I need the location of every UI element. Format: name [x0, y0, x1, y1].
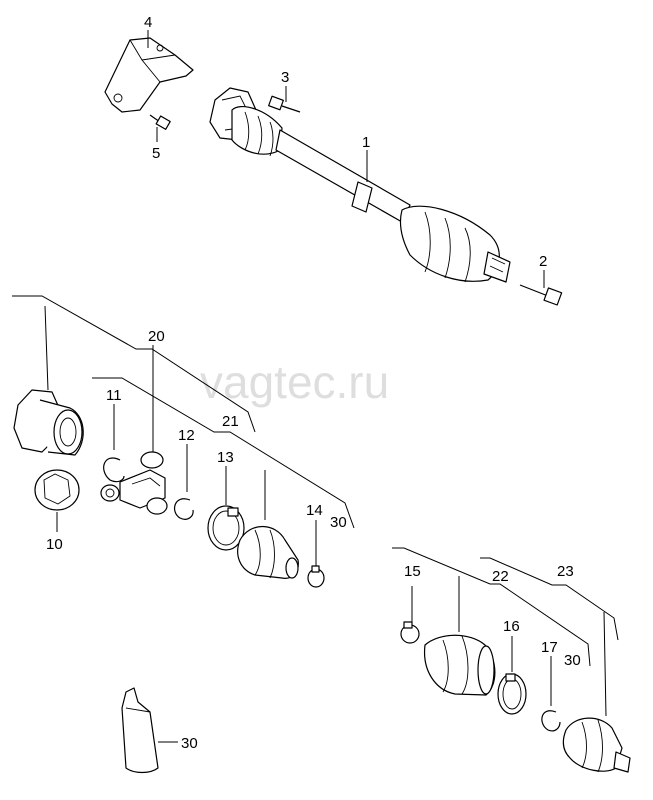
leader-23 — [603, 611, 607, 717]
callout-22: 22 — [492, 568, 509, 585]
part-2-bolt — [519, 284, 563, 306]
callout-16: 16 — [503, 618, 520, 635]
part-30-grease-tube — [121, 687, 159, 774]
callout-11: 11 — [106, 387, 122, 404]
callout-3: 3 — [281, 69, 289, 86]
part-16-clamp — [497, 673, 527, 715]
callout-4: 4 — [144, 14, 152, 31]
part-23-joint — [562, 717, 631, 773]
callout-15: 15 — [404, 563, 421, 580]
watermark-text: vagtec.ru — [200, 356, 389, 408]
callout-2: 2 — [539, 253, 547, 270]
part-22-boot — [423, 634, 496, 696]
callout-30-tube: 30 — [181, 735, 198, 752]
part-15-clamp — [400, 621, 420, 644]
part-1-drive-shaft — [209, 87, 511, 283]
part-11-circlip — [103, 457, 125, 483]
callout-23: 23 — [557, 563, 574, 580]
bracket-23 — [480, 557, 619, 641]
bracket-22 — [392, 547, 591, 667]
part-20-housing — [13, 389, 84, 456]
callout-21: 21 — [222, 413, 239, 430]
part-21-boot — [237, 526, 299, 579]
callout-14: 14 — [306, 502, 323, 519]
bracket-21 — [92, 377, 355, 529]
bracket-20 — [12, 295, 256, 433]
callout-30-upper: 30 — [330, 514, 347, 531]
part-12-circlip — [173, 498, 194, 520]
callout-30-lower: 30 — [564, 652, 581, 669]
callout-13: 13 — [217, 449, 234, 466]
callout-17: 17 — [541, 639, 558, 656]
part-17-circlip — [541, 710, 561, 732]
part-14-clamp — [307, 565, 325, 588]
part-13-clamp — [207, 505, 245, 551]
callout-12: 12 — [178, 427, 195, 444]
callout-5: 5 — [152, 145, 160, 162]
callout-20: 20 — [148, 328, 165, 345]
part-10-gasket — [34, 469, 80, 511]
part-20-tripod — [100, 451, 168, 515]
part-4-heat-shield — [104, 37, 194, 113]
part-3-bolt — [268, 95, 301, 113]
callout-1: 1 — [362, 134, 370, 151]
part-5-bolt — [149, 114, 171, 130]
leader-20-left — [44, 305, 49, 391]
callout-10: 10 — [46, 536, 63, 553]
